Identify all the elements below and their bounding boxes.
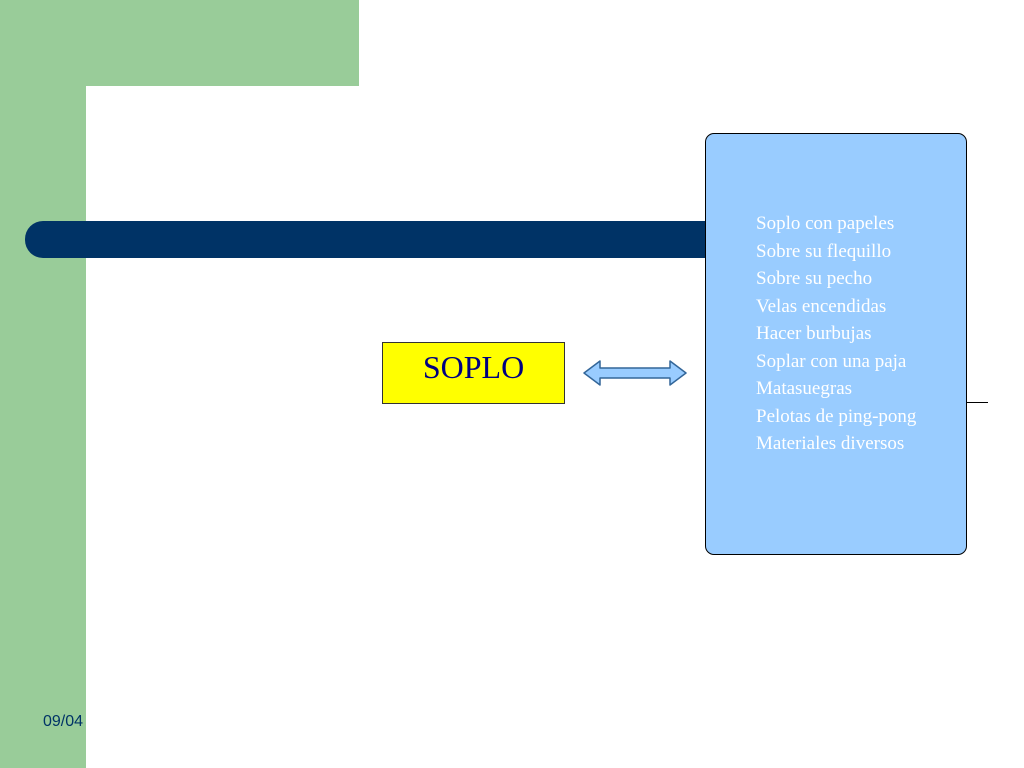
connector-line bbox=[960, 402, 988, 403]
activities-box: Soplo con papeles Sobre su flequillo Sob… bbox=[705, 133, 967, 555]
activity-item: Sobre su flequillo bbox=[756, 240, 892, 262]
activity-item: Soplar con una paja bbox=[756, 350, 907, 372]
navy-title-bar bbox=[25, 221, 725, 258]
activity-item: Pelotas de ping-pong bbox=[756, 405, 917, 427]
concept-label: SOPLO bbox=[422, 349, 525, 385]
content-area-corner bbox=[86, 86, 206, 206]
activity-item: Hacer burbujas bbox=[756, 323, 872, 344]
activity-item: Sobre su pecho bbox=[756, 268, 873, 289]
activity-item: Velas encendidas bbox=[756, 295, 887, 317]
activity-item: Materiales diversos bbox=[756, 433, 905, 454]
double-headed-arrow-icon bbox=[583, 360, 687, 386]
activities-list: Soplo con papeles Sobre su flequillo Sob… bbox=[756, 210, 916, 458]
concept-box: SOPLO bbox=[382, 342, 565, 404]
green-side-band bbox=[0, 0, 86, 768]
activity-item: Soplo con papeles bbox=[756, 213, 895, 234]
slide-date: 09/04 bbox=[43, 713, 84, 730]
activity-item: Matasuegras bbox=[756, 378, 853, 399]
